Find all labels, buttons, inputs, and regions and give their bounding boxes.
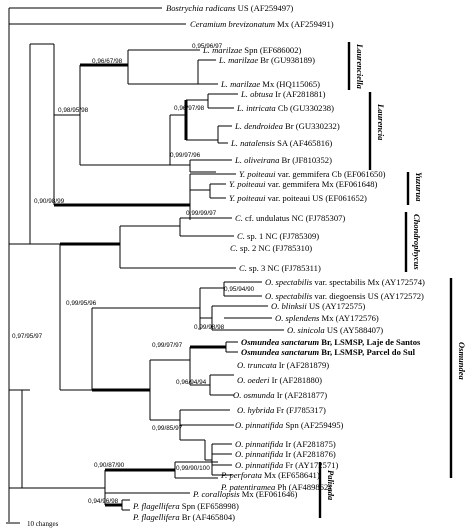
support-value: 0,99/95/96 xyxy=(66,300,97,307)
leaf-label: C. sp. 1 NC (FJ785309) xyxy=(237,231,319,241)
leaf-label: Bostrychia radicans US (AF259497) xyxy=(166,3,293,13)
support-value: 0,99/90/100 xyxy=(176,465,210,472)
scale-bar: 10 changes xyxy=(6,520,59,528)
leaf-label: L. obtusa Ir (AF281881) xyxy=(240,89,326,99)
leaf-label: O. spectabilis var. spectabilis Mx (AY17… xyxy=(265,277,425,287)
leaf-label: P. patentiramea Ph (AF489862) xyxy=(220,482,331,492)
leaf-label: Osmundea sanctarum Br, LSMSP, Laje de Sa… xyxy=(241,337,421,347)
tree-branches xyxy=(8,7,284,522)
leaf-label: L. marilzae Br (GU938189) xyxy=(218,55,315,65)
leaf-label: O. hybrida Fr (FJ785317) xyxy=(237,405,326,415)
leaf-label: O. pinnatifida Spn (AF259495) xyxy=(235,420,344,430)
support-value: 0,99/97/96 xyxy=(170,152,201,159)
clade-label-laurencia: Laurencia xyxy=(376,103,386,141)
leaf-label: L. dendroidea Br (GU330232) xyxy=(234,121,340,131)
leaf-label: L. intricata Cb (GU330238) xyxy=(236,103,334,113)
support-value: 0,99/98/98 xyxy=(194,324,225,331)
leaf-label: O. pinnatifida Fr (AY172571) xyxy=(235,460,338,470)
leaf-label: Y. poiteaui var. gemmifera Mx (EF061648) xyxy=(229,179,378,189)
support-value: 0,98/95/98 xyxy=(58,107,89,114)
leaf-label: O. sinicola US (AY588407) xyxy=(287,325,383,335)
leaf-label: P. flagellifera Br (AF465804) xyxy=(132,512,235,522)
leaf-label: L. oliveirana Br (JF810352) xyxy=(234,155,332,165)
support-value: 0,99/99/97 xyxy=(186,210,217,217)
support-value: 0,97/95/97 xyxy=(12,333,43,340)
leaf-label: L. natalensis SA (AF465816) xyxy=(230,138,332,148)
clade-label-laurenciella: Laurenciella xyxy=(355,43,365,90)
leaf-label: P. flagellifera Spn (EF658998) xyxy=(132,501,239,511)
leaf-label: C. sp. 2 NC (FJ785310) xyxy=(230,243,312,253)
leaf-label: Y. poiteaui var. gemmifera Cb (EF061650) xyxy=(239,169,386,179)
leaf-label: L. marilzae Spn (EF686002) xyxy=(202,45,301,55)
leaf-label: O. pinnatifida Ir (AF281876) xyxy=(235,449,336,459)
support-value: 0,99/85/97 xyxy=(152,425,183,432)
clade-label-osmundea: Osmundea xyxy=(457,342,467,381)
support-values: 0,95/96/97 0,96/67/98 0,96/97/98 0,98/95… xyxy=(12,43,255,505)
support-value: 0,95/94/90 xyxy=(224,286,255,293)
leaf-label: O. osmunda Ir (AF281877) xyxy=(233,390,327,400)
leaf-label: Ceramium brevizonatum Mx (AF259491) xyxy=(190,19,334,29)
leaf-label: O. blinksii US (AY172575) xyxy=(271,301,365,311)
support-value: 0,99/97/97 xyxy=(152,342,183,349)
scale-label: 10 changes xyxy=(27,520,59,528)
leaf-label: C. sp. 3 NC (FJ785311) xyxy=(239,263,321,273)
leaf-label: P. corallopsis Mx (EF061646) xyxy=(192,489,298,499)
support-value: 0,90/87/90 xyxy=(94,462,125,469)
support-value: 0,94/96/98 xyxy=(88,498,119,505)
support-value: 0,96/97/98 xyxy=(174,105,205,112)
clade-annotations: Laurenciella Laurencia Yuzurua Chondroph… xyxy=(318,42,467,518)
leaf-label: O. oederi Ir (AF281880) xyxy=(237,375,322,385)
support-value: 0,96/67/98 xyxy=(92,58,123,65)
clade-label-yuzurua: Yuzurua xyxy=(414,172,424,202)
leaf-label: O. splendens Mx (AY172576) xyxy=(275,313,379,323)
leaf-label: Osmundea sanctarum Br, LSMSP, Parcel do … xyxy=(241,347,416,357)
leaf-labels: Bostrychia radicans US (AF259497) Cerami… xyxy=(132,3,425,522)
leaf-label: C. cf. undulatus NC (FJ785307) xyxy=(235,213,345,223)
leaf-label: L. marilzae Mx (HQ115065) xyxy=(220,79,320,89)
leaf-label: O. pinnatifida Ir (AF281875) xyxy=(235,439,336,449)
clade-label-chondrophycus: Chondrophycus xyxy=(412,214,422,270)
leaf-label: O. truncata Ir (AF281879) xyxy=(237,360,329,370)
support-value: 0,95/96/97 xyxy=(192,43,223,50)
leaf-label: P. perforata Mx (EF658641) xyxy=(220,470,320,480)
leaf-label: Y. poiteaui var. poiteaui US (EF061652) xyxy=(229,193,367,203)
leaf-label: O. spectabilis var. diegoensis US (AY172… xyxy=(265,291,424,301)
clade-label-palisada: Palisada xyxy=(326,470,336,501)
support-value: 0,96/94/94 xyxy=(176,379,207,386)
support-value: 0,90/98/99 xyxy=(34,198,65,205)
